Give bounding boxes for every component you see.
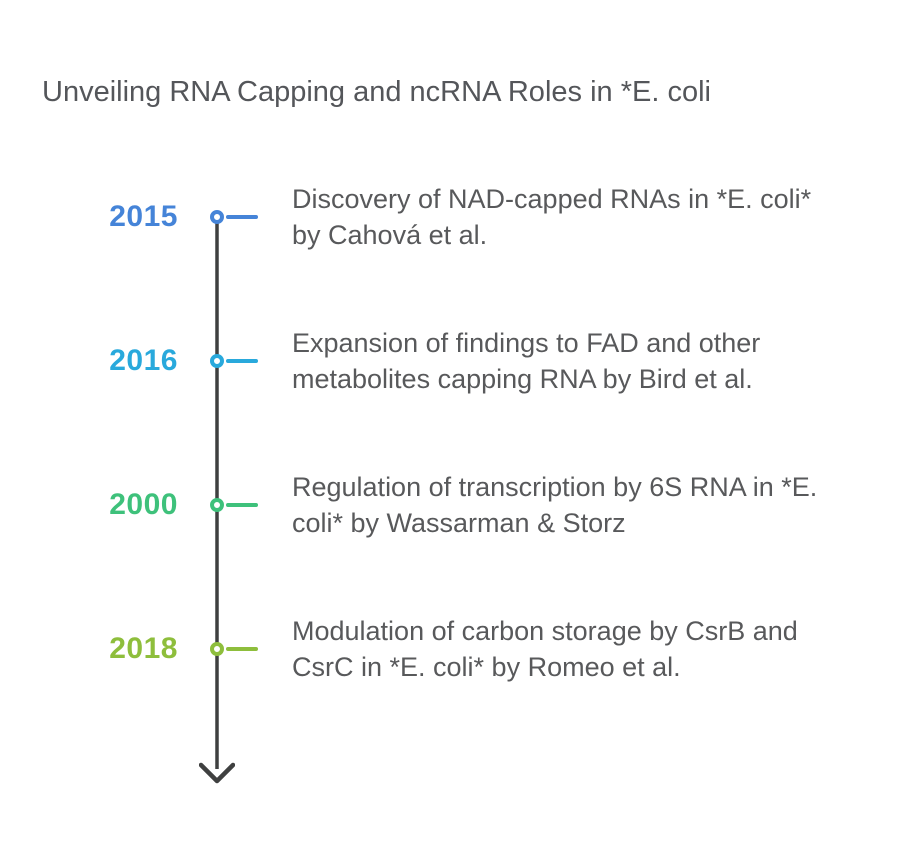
- event-marker-dot: [210, 498, 224, 512]
- timeline-event: 2018 Modulation of carbon storage by Csr…: [0, 577, 921, 721]
- event-description-line: Regulation of transcription by 6S RNA in…: [292, 472, 818, 502]
- event-description: Discovery of NAD-capped RNAs in *E. coli…: [292, 181, 882, 253]
- event-description-line: Modulation of carbon storage by CsrB and: [292, 616, 798, 646]
- event-description-line: metabolites capping RNA by Bird et al.: [292, 364, 753, 394]
- event-description-line: by Cahová et al.: [292, 220, 488, 250]
- event-year-label: 2016: [109, 344, 178, 377]
- event-marker-dot: [210, 642, 224, 656]
- event-description: Expansion of findings to FAD and other m…: [292, 325, 882, 397]
- arrow-down-icon: [199, 762, 235, 784]
- event-marker-dot: [210, 210, 224, 224]
- event-description-line: Discovery of NAD-capped RNAs in *E. coli…: [292, 184, 812, 214]
- timeline-event: 2016 Expansion of findings to FAD and ot…: [0, 289, 921, 433]
- event-marker-line: [226, 359, 258, 363]
- event-description: Regulation of transcription by 6S RNA in…: [292, 469, 882, 541]
- timeline-events: 2015 Discovery of NAD-capped RNAs in *E.…: [0, 145, 921, 721]
- event-description-line: coli* by Wassarman & Storz: [292, 508, 626, 538]
- event-year-label: 2018: [109, 632, 178, 665]
- diagram-title: Unveiling RNA Capping and ncRNA Roles in…: [42, 76, 711, 108]
- timeline-event: 2015 Discovery of NAD-capped RNAs in *E.…: [0, 145, 921, 289]
- event-description: Modulation of carbon storage by CsrB and…: [292, 613, 882, 685]
- event-marker-line: [226, 647, 258, 651]
- event-description-line: Expansion of findings to FAD and other: [292, 328, 761, 358]
- event-description-line: CsrC in *E. coli* by Romeo et al.: [292, 652, 681, 682]
- event-year-label: 2015: [109, 200, 178, 233]
- event-marker-line: [226, 215, 258, 219]
- event-year-label: 2000: [109, 488, 178, 521]
- timeline-axis: [199, 217, 235, 784]
- event-marker-dot: [210, 354, 224, 368]
- timeline-event: 2000 Regulation of transcription by 6S R…: [0, 433, 921, 577]
- event-marker-line: [226, 503, 258, 507]
